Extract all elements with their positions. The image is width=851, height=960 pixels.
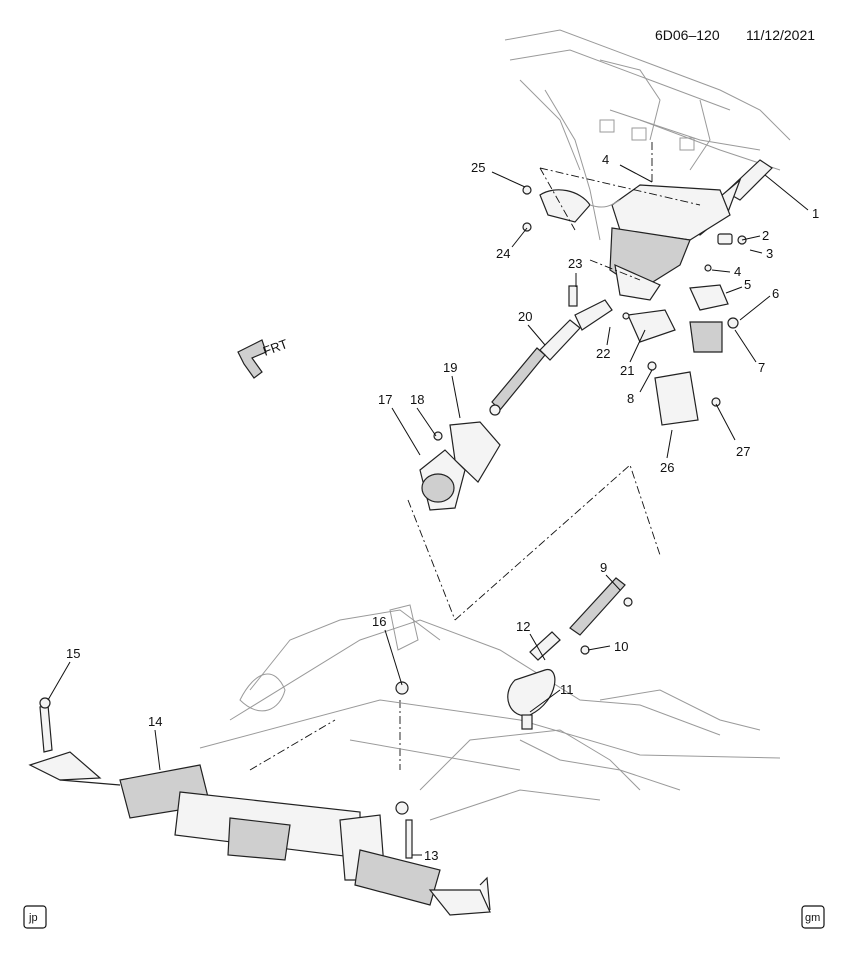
front-subframe	[199, 604, 781, 821]
callout-19: 19	[443, 360, 457, 375]
badge-left: jp	[23, 905, 47, 929]
assembly-dashed-lines	[249, 142, 701, 771]
steering-column-assembly	[609, 159, 773, 301]
callout-14: 14	[148, 714, 162, 729]
callout-11: 11	[560, 682, 574, 697]
callout-7: 7	[758, 360, 765, 375]
instrument-panel-frame	[504, 29, 791, 241]
callout-18: 18	[410, 392, 424, 407]
callout-9: 9	[600, 560, 607, 575]
callout-4a: 4	[602, 152, 609, 167]
diagram-date: 11/12/2021	[746, 27, 815, 43]
frt-label: FRT	[261, 336, 290, 359]
callout-1: 1	[812, 206, 819, 221]
front-direction-indicator: FRT	[237, 336, 290, 379]
gm-logo-text: gm	[805, 912, 820, 924]
lower-shaft-and-boot	[507, 577, 633, 730]
steering-shaft-seal	[419, 421, 501, 511]
callout-leaders	[47, 164, 809, 856]
callout-8: 8	[627, 391, 634, 406]
callout-3: 3	[766, 246, 773, 261]
diagram-id: 6D06–120	[655, 27, 720, 43]
callout-27: 27	[736, 444, 750, 459]
callout-6: 6	[772, 286, 779, 301]
callout-15: 15	[66, 646, 80, 661]
callout-21: 21	[620, 363, 634, 378]
callout-10: 10	[614, 639, 628, 654]
steering-gear-rack	[119, 764, 441, 906]
front-arrow-icon	[237, 339, 267, 379]
callout-labels: 1 2 3 4 4 5 6 7 8 9 10 11 12 13 14 15 16…	[66, 152, 819, 863]
callout-23: 23	[568, 256, 582, 271]
callout-26: 26	[660, 460, 674, 475]
callout-5: 5	[744, 277, 751, 292]
callout-17: 17	[378, 392, 392, 407]
callout-4b: 4	[734, 264, 741, 279]
callout-20: 20	[518, 309, 532, 324]
column-modules	[568, 284, 739, 426]
callout-13: 13	[424, 848, 438, 863]
callout-22: 22	[596, 346, 610, 361]
tie-rods	[28, 681, 491, 916]
callout-25: 25	[471, 160, 485, 175]
intermediate-shaft	[489, 299, 613, 416]
callout-12: 12	[516, 619, 530, 634]
gm-logo: gm	[801, 905, 825, 929]
callout-16: 16	[372, 614, 386, 629]
callout-24: 24	[496, 246, 510, 261]
wiring-harness-switch	[522, 185, 621, 232]
callout-2: 2	[762, 228, 769, 243]
badge-left-text: jp	[28, 912, 38, 924]
